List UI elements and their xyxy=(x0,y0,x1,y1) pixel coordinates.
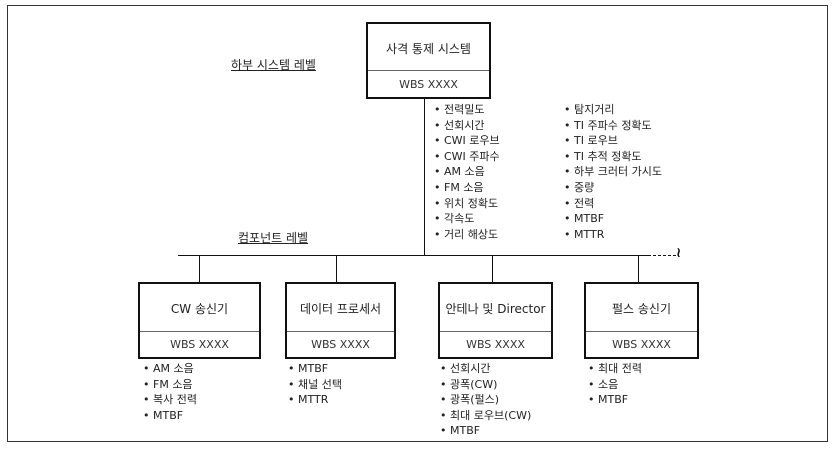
box-title: 펄스 송신기 xyxy=(611,302,671,316)
requirement-item: TI 주파수 정확도 xyxy=(564,118,662,134)
requirement-item: MTBF xyxy=(564,211,662,227)
requirement-item: 전력 xyxy=(564,196,662,212)
requirement-item: 광폭(CW) xyxy=(440,377,531,393)
cw-transmitter-box: CW 송신기 WBS XXXX xyxy=(138,282,261,359)
branch-connector xyxy=(199,255,200,282)
box-wbs: WBS XXXX xyxy=(287,331,394,357)
requirement-item: 탐지거리 xyxy=(564,102,662,118)
requirement-item: 광폭(펄스) xyxy=(440,392,531,408)
requirement-item: 소음 xyxy=(588,377,642,393)
requirement-item: MTTR xyxy=(288,392,342,408)
box-title: CW 송신기 xyxy=(170,302,229,316)
requirement-item: 중량 xyxy=(564,180,662,196)
requirement-item: MTBF xyxy=(440,423,531,439)
component-level-label: 컴포넌트 레벨 xyxy=(238,231,309,245)
requirement-item: 최대 전력 xyxy=(588,361,642,377)
requirement-item: FM 소음 xyxy=(434,180,500,196)
pulse-transmitter-box: 펄스 송신기 WBS XXXX xyxy=(584,282,699,359)
bus-continuation-dash xyxy=(648,255,676,256)
trunk-connector xyxy=(424,99,425,255)
box-wbs: WBS XXXX xyxy=(586,331,697,357)
requirement-item: MTBF xyxy=(588,392,642,408)
antenna-director-requirements: 선회시간 광폭(CW) 광폭(펄스) 최대 로우브(CW) MTBF xyxy=(440,361,531,439)
diagram-frame xyxy=(7,5,828,442)
requirement-item: TI 로우브 xyxy=(564,133,662,149)
requirement-item: AM 소음 xyxy=(143,361,197,377)
cw-transmitter-requirements: AM 소음 FM 소음 복사 전력 MTBF xyxy=(143,361,197,423)
requirement-item: CWI 주파수 xyxy=(434,149,500,165)
data-processor-requirements: MTBF 채널 선택 MTTR xyxy=(288,361,342,408)
requirement-item: AM 소음 xyxy=(434,164,500,180)
requirement-item: MTTR xyxy=(564,227,662,243)
box-wbs: WBS XXXX xyxy=(140,331,259,357)
subsystem-requirements-right: 탐지거리 TI 주파수 정확도 TI 로우브 TI 추적 정확도 하부 크러터 … xyxy=(564,102,662,242)
requirement-item: 각속도 xyxy=(434,211,500,227)
requirement-item: FM 소음 xyxy=(143,377,197,393)
requirement-item: MTBF xyxy=(288,361,342,377)
data-processor-box: 데이터 프로세서 WBS XXXX xyxy=(285,282,396,359)
requirement-item: 채널 선택 xyxy=(288,377,342,393)
branch-connector xyxy=(336,255,337,282)
fire-control-system-box: 사격 통제 시스템 WBS XXXX xyxy=(366,22,491,99)
break-mark-icon: ≀ xyxy=(676,245,682,261)
requirement-item: 거리 해상도 xyxy=(434,227,500,243)
box-title: 데이터 프로세서 xyxy=(299,302,382,316)
branch-connector xyxy=(492,255,493,282)
box-wbs: WBS XXXX xyxy=(440,331,551,357)
component-bus-line xyxy=(178,255,648,256)
box-title: 안테나 및 Director xyxy=(445,302,546,316)
requirement-item: 선회시간 xyxy=(440,361,531,377)
antenna-director-box: 안테나 및 Director WBS XXXX xyxy=(438,282,553,359)
requirement-item: 위치 정확도 xyxy=(434,196,500,212)
requirement-item: 최대 로우브(CW) xyxy=(440,408,531,424)
pulse-transmitter-requirements: 최대 전력 소음 MTBF xyxy=(588,361,642,408)
box-wbs: WBS XXXX xyxy=(368,70,489,97)
requirement-item: TI 추적 정확도 xyxy=(564,149,662,165)
requirement-item: 하부 크러터 가시도 xyxy=(564,164,662,180)
subsystem-requirements-left: 전력밀도 선회시간 CWI 로우브 CWI 주파수 AM 소음 FM 소음 위치… xyxy=(434,102,500,242)
subsystem-level-label: 하부 시스템 레벨 xyxy=(231,58,316,72)
requirement-item: CWI 로우브 xyxy=(434,133,500,149)
requirement-item: 선회시간 xyxy=(434,118,500,134)
box-title: 사격 통제 시스템 xyxy=(386,41,471,56)
branch-connector xyxy=(638,255,639,282)
requirement-item: 복사 전력 xyxy=(143,392,197,408)
requirement-item: MTBF xyxy=(143,408,197,424)
requirement-item: 전력밀도 xyxy=(434,102,500,118)
